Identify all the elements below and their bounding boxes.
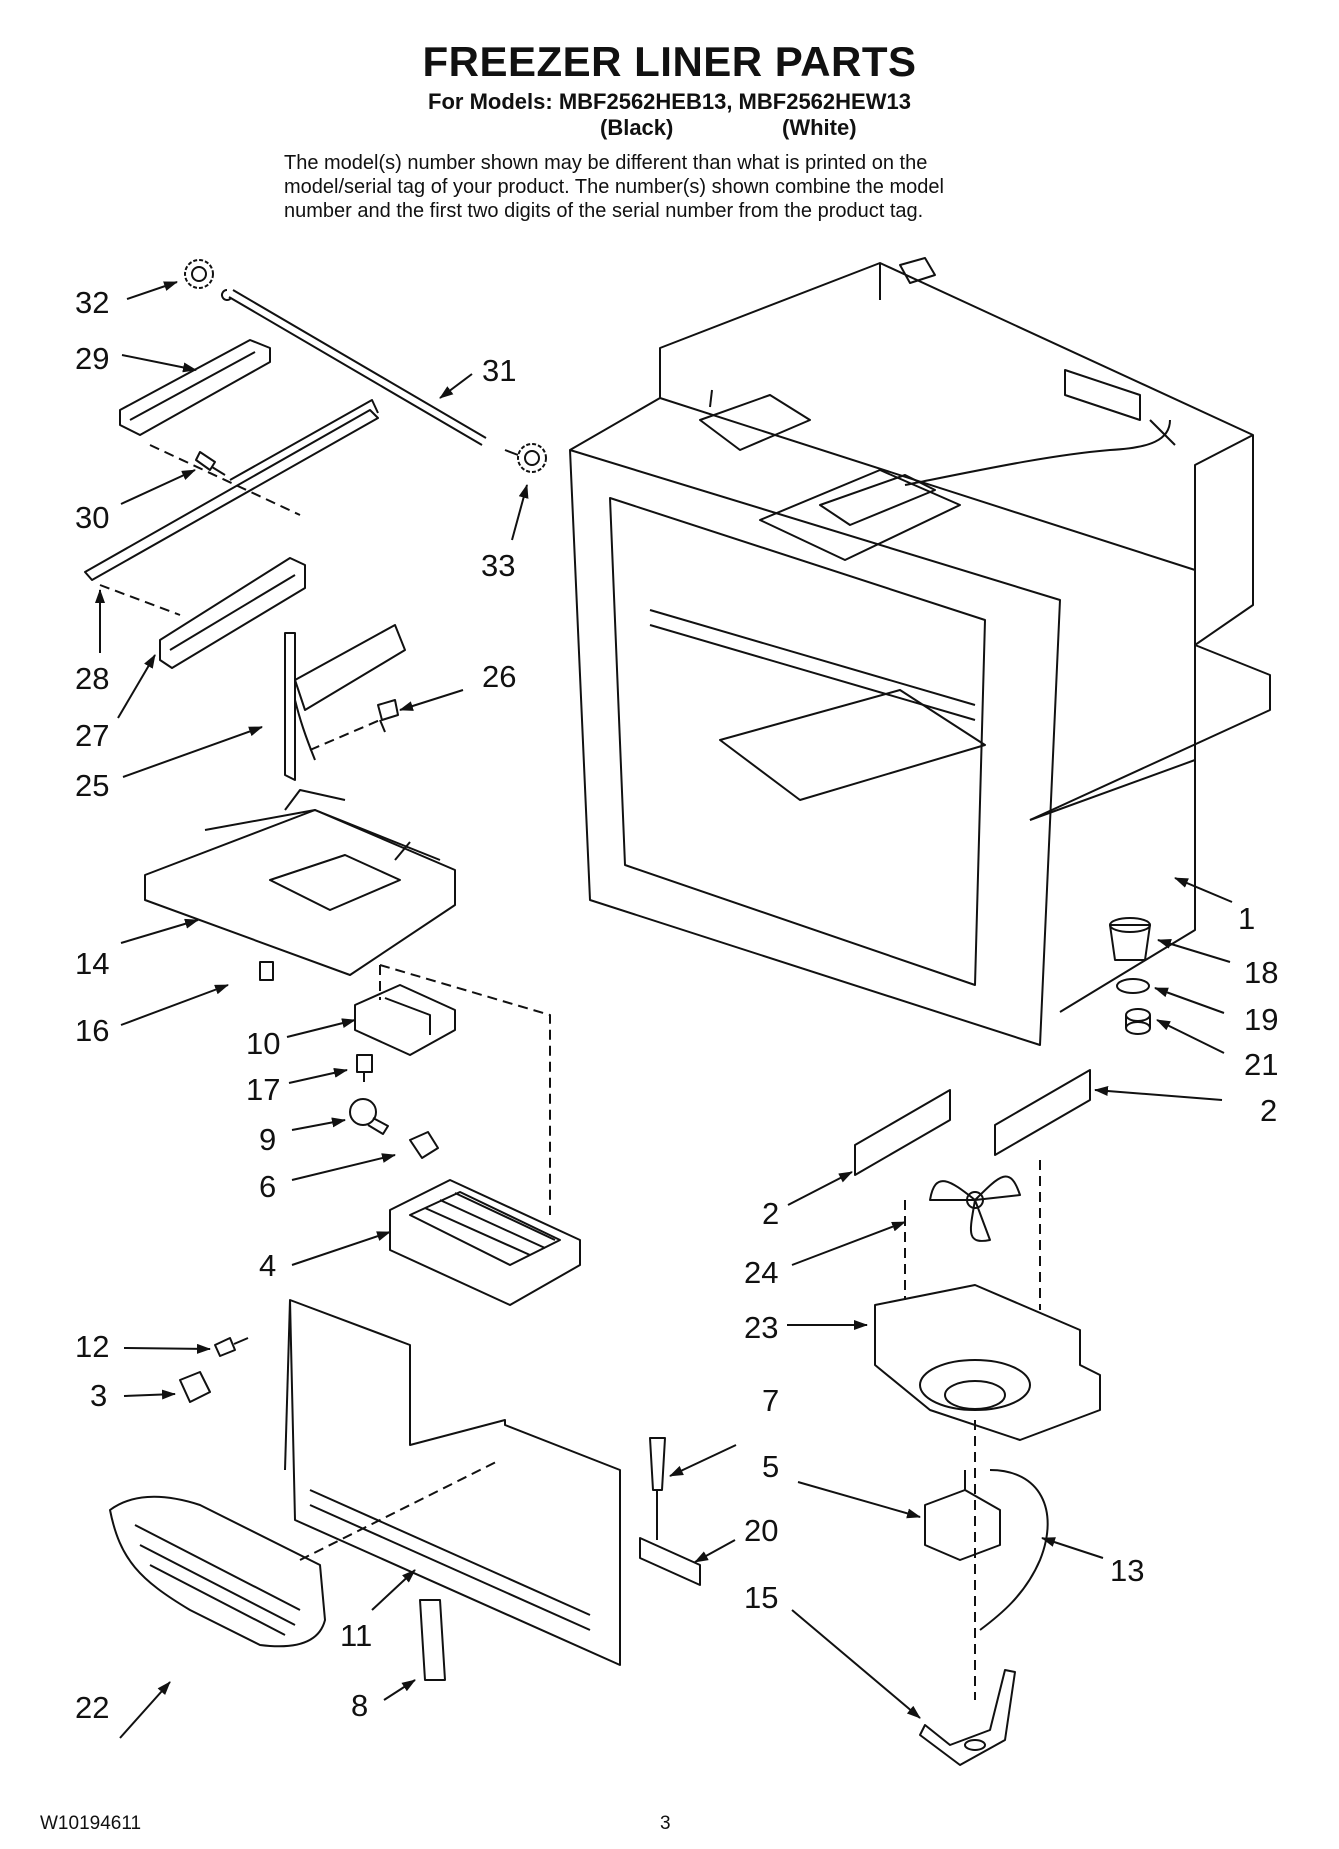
callout-6: 6 <box>259 1169 277 1204</box>
part-31-rod <box>221 289 487 446</box>
part-12-screw <box>214 1337 249 1357</box>
part-15-bracket <box>919 1669 1016 1766</box>
part-29-bracket <box>119 339 271 436</box>
callout-8: 8 <box>351 1688 369 1723</box>
part-19-ring <box>1116 978 1150 994</box>
callout-17: 17 <box>246 1072 281 1107</box>
callout-18: 18 <box>1244 955 1279 990</box>
part-6-socket <box>409 1131 439 1159</box>
part-25-bracket <box>284 624 406 781</box>
part-8-sensor <box>419 1599 446 1681</box>
callout-23: 23 <box>744 1310 779 1345</box>
callout-20: 20 <box>744 1513 779 1548</box>
part-21-plug <box>1125 1008 1151 1035</box>
callout-2-left: 2 <box>762 1196 780 1231</box>
part-2-pad-left <box>854 1089 951 1176</box>
callout-24: 24 <box>744 1255 779 1290</box>
part-2-pad-right <box>994 1069 1091 1156</box>
part-22-grille-cover <box>109 1495 326 1648</box>
callout-26: 26 <box>482 659 517 694</box>
callout-21: 21 <box>1244 1047 1279 1082</box>
models-line: For Models: MBF2562HEB13, MBF2562HEW13 <box>428 89 911 114</box>
callout-2-right: 2 <box>1260 1093 1278 1128</box>
callout-5: 5 <box>762 1449 780 1484</box>
callout-28: 28 <box>75 661 110 696</box>
callout-33: 33 <box>481 548 516 583</box>
callout-16: 16 <box>75 1013 110 1048</box>
part-13-harness <box>979 1469 1049 1631</box>
callout-13: 13 <box>1110 1553 1145 1588</box>
part-24-fan-blade <box>929 1175 1021 1242</box>
part-18-cup <box>1109 917 1151 961</box>
note-line-3: number and the first two digits of the s… <box>284 200 924 222</box>
callout-31: 31 <box>482 353 517 388</box>
model-note: The model(s) number shown may be differe… <box>284 151 1104 223</box>
callout-27: 27 <box>75 718 110 753</box>
part-3-bracket <box>179 1371 211 1403</box>
part-10-light-housing <box>354 984 456 1056</box>
part-26-screw <box>377 699 399 733</box>
part-30-screw <box>195 451 226 476</box>
callout-25: 25 <box>75 768 110 803</box>
part-5-motor <box>924 1470 1001 1561</box>
callout-7: 7 <box>762 1383 780 1418</box>
part-33-gear <box>504 443 547 473</box>
callout-32: 32 <box>75 285 110 320</box>
callout-11: 11 <box>340 1618 373 1653</box>
callout-1: 1 <box>1238 901 1256 936</box>
callout-9: 9 <box>259 1122 277 1157</box>
part-9-bulb <box>349 1098 389 1135</box>
part-17-screw <box>356 1054 373 1082</box>
part-1-liner <box>569 257 1271 1046</box>
callout-12: 12 <box>75 1329 110 1364</box>
callout-30: 30 <box>75 500 110 535</box>
callout-22: 22 <box>75 1690 110 1725</box>
leader-arrows <box>95 281 1233 1739</box>
page-number: 3 <box>660 1813 671 1834</box>
callout-19: 19 <box>1244 1002 1279 1037</box>
note-line-2: model/serial tag of your product. The nu… <box>284 176 944 198</box>
part-11-panel <box>284 1299 621 1666</box>
doc-number: W10194611 <box>40 1813 142 1834</box>
callout-4: 4 <box>259 1248 277 1283</box>
variant-black: (Black) <box>600 115 674 140</box>
note-line-1: The model(s) number shown may be differe… <box>284 152 928 174</box>
callout-15: 15 <box>744 1580 779 1615</box>
part-4-grille <box>389 1179 581 1306</box>
callout-3: 3 <box>90 1378 108 1413</box>
variant-white: (White) <box>782 115 857 140</box>
part-7-thermistor <box>649 1437 666 1540</box>
page-title: FREEZER LINER PARTS <box>422 38 917 85</box>
part-28-rail <box>84 399 379 581</box>
callout-29: 29 <box>75 341 110 376</box>
part-27-bracket <box>159 557 306 669</box>
part-20-block <box>639 1537 701 1586</box>
part-23-fan-housing <box>874 1284 1101 1441</box>
part-14-housing <box>144 789 456 976</box>
callout-14: 14 <box>75 946 110 981</box>
callout-10: 10 <box>246 1026 281 1061</box>
part-32-gear <box>184 259 214 289</box>
part-16-clip <box>259 961 274 981</box>
